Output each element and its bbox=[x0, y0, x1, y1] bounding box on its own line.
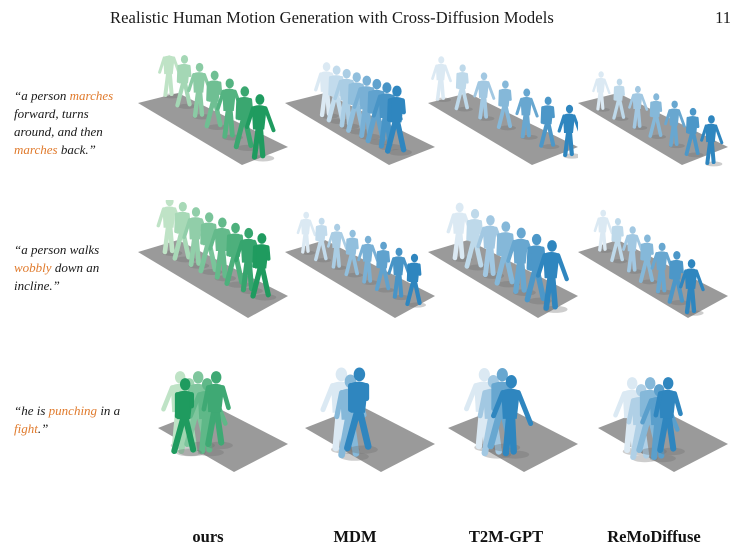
prompt-text: .” bbox=[37, 421, 49, 436]
motion-render bbox=[285, 211, 435, 318]
scene-r2-ours bbox=[138, 352, 288, 472]
human-figure bbox=[431, 56, 452, 103]
prompt-text: “he is bbox=[14, 403, 49, 418]
running-title: Realistic Human Motion Generation with C… bbox=[110, 8, 554, 27]
column-label-remodiffuse: ReMoDiffuse bbox=[607, 527, 701, 546]
human-figure bbox=[245, 94, 276, 162]
human-figure bbox=[515, 88, 539, 140]
column-label-mdm: MDM bbox=[333, 527, 377, 546]
motion-render bbox=[448, 368, 578, 472]
human-figure bbox=[539, 96, 560, 150]
motion-render bbox=[138, 55, 288, 165]
motion-render bbox=[305, 367, 435, 472]
prompt-marches: “a person marches forward, turns around,… bbox=[14, 87, 132, 159]
ground-plane bbox=[428, 240, 578, 318]
prompt-text: “a person bbox=[14, 88, 70, 103]
scene-r0-t2m bbox=[428, 55, 578, 175]
human-figure bbox=[593, 209, 614, 253]
highlight-word: punching bbox=[48, 403, 98, 418]
prompt-text: forward, turns around, and then bbox=[14, 106, 103, 139]
human-figure bbox=[648, 93, 667, 140]
column-label-t2m-gpt: T2M-GPT bbox=[468, 527, 544, 546]
page-header: Realistic Human Motion Generation with C… bbox=[0, 0, 753, 36]
page-number: 11 bbox=[715, 8, 731, 27]
prompt-text: in a bbox=[97, 403, 121, 418]
prompt-punching: “he is punching in a fight.” bbox=[14, 402, 132, 438]
human-figure bbox=[296, 211, 317, 255]
human-figure bbox=[679, 259, 705, 316]
prompt-text: back.” bbox=[57, 142, 96, 157]
motion-render bbox=[428, 202, 578, 318]
motion-render bbox=[285, 62, 435, 165]
human-figure bbox=[535, 240, 569, 313]
scene-r1-remo bbox=[578, 200, 728, 320]
human-figure bbox=[684, 107, 704, 158]
motion-render bbox=[428, 56, 578, 165]
human-figure bbox=[653, 377, 685, 456]
human-figure bbox=[204, 70, 228, 130]
highlight-word: marches bbox=[14, 142, 58, 157]
human-figure bbox=[384, 85, 412, 156]
human-figure bbox=[664, 100, 686, 149]
human-figure bbox=[344, 229, 363, 278]
motion-render bbox=[158, 371, 288, 472]
human-figure bbox=[405, 253, 426, 308]
scene-r2-remo bbox=[578, 352, 728, 472]
scene-r2-t2m bbox=[428, 352, 578, 472]
ground-plane bbox=[285, 240, 435, 318]
ground-plane bbox=[305, 406, 435, 472]
human-figure bbox=[344, 367, 378, 454]
scene-r1-ours bbox=[138, 200, 288, 320]
human-figure bbox=[171, 378, 202, 457]
human-figure bbox=[473, 72, 496, 121]
highlight-word: fight bbox=[14, 421, 38, 436]
prompt-text: “a person walks bbox=[14, 242, 100, 257]
scene-r0-ours bbox=[138, 55, 288, 175]
scene-r1-mdm bbox=[285, 200, 435, 320]
prompt-text: down an incline.” bbox=[14, 260, 100, 293]
scene-r0-mdm bbox=[285, 55, 435, 175]
human-figure bbox=[201, 371, 233, 450]
human-figure bbox=[175, 55, 196, 109]
highlight-word: marches bbox=[69, 88, 114, 103]
human-figure bbox=[628, 85, 649, 130]
human-figure bbox=[592, 71, 611, 112]
scene-r1-t2m bbox=[428, 200, 578, 320]
column-label-ours: ours bbox=[192, 527, 224, 546]
human-figure bbox=[496, 80, 517, 131]
human-figure bbox=[557, 104, 578, 159]
scene-r0-remo bbox=[578, 55, 728, 175]
human-figure bbox=[700, 115, 724, 167]
human-figure bbox=[250, 233, 277, 301]
highlight-word: wobbly bbox=[14, 260, 52, 275]
human-figure bbox=[387, 247, 412, 301]
human-figure bbox=[491, 375, 534, 459]
human-figure bbox=[612, 78, 629, 121]
human-figure bbox=[374, 241, 395, 293]
human-figure bbox=[464, 208, 489, 271]
human-figure bbox=[314, 62, 340, 119]
scene-r2-mdm bbox=[285, 352, 435, 472]
motion-render bbox=[138, 200, 288, 318]
human-figure bbox=[667, 250, 689, 306]
human-figure bbox=[622, 226, 644, 274]
human-figure bbox=[314, 217, 332, 263]
motion-render bbox=[578, 71, 728, 167]
human-figure bbox=[158, 55, 182, 99]
human-figure bbox=[610, 217, 628, 264]
human-figure bbox=[638, 234, 659, 285]
motion-render bbox=[578, 209, 728, 318]
human-figure bbox=[454, 64, 473, 112]
prompt-wobbly: “a person walks wobbly down an incline.” bbox=[14, 241, 132, 295]
motion-render bbox=[598, 377, 728, 472]
human-figure bbox=[326, 223, 348, 270]
